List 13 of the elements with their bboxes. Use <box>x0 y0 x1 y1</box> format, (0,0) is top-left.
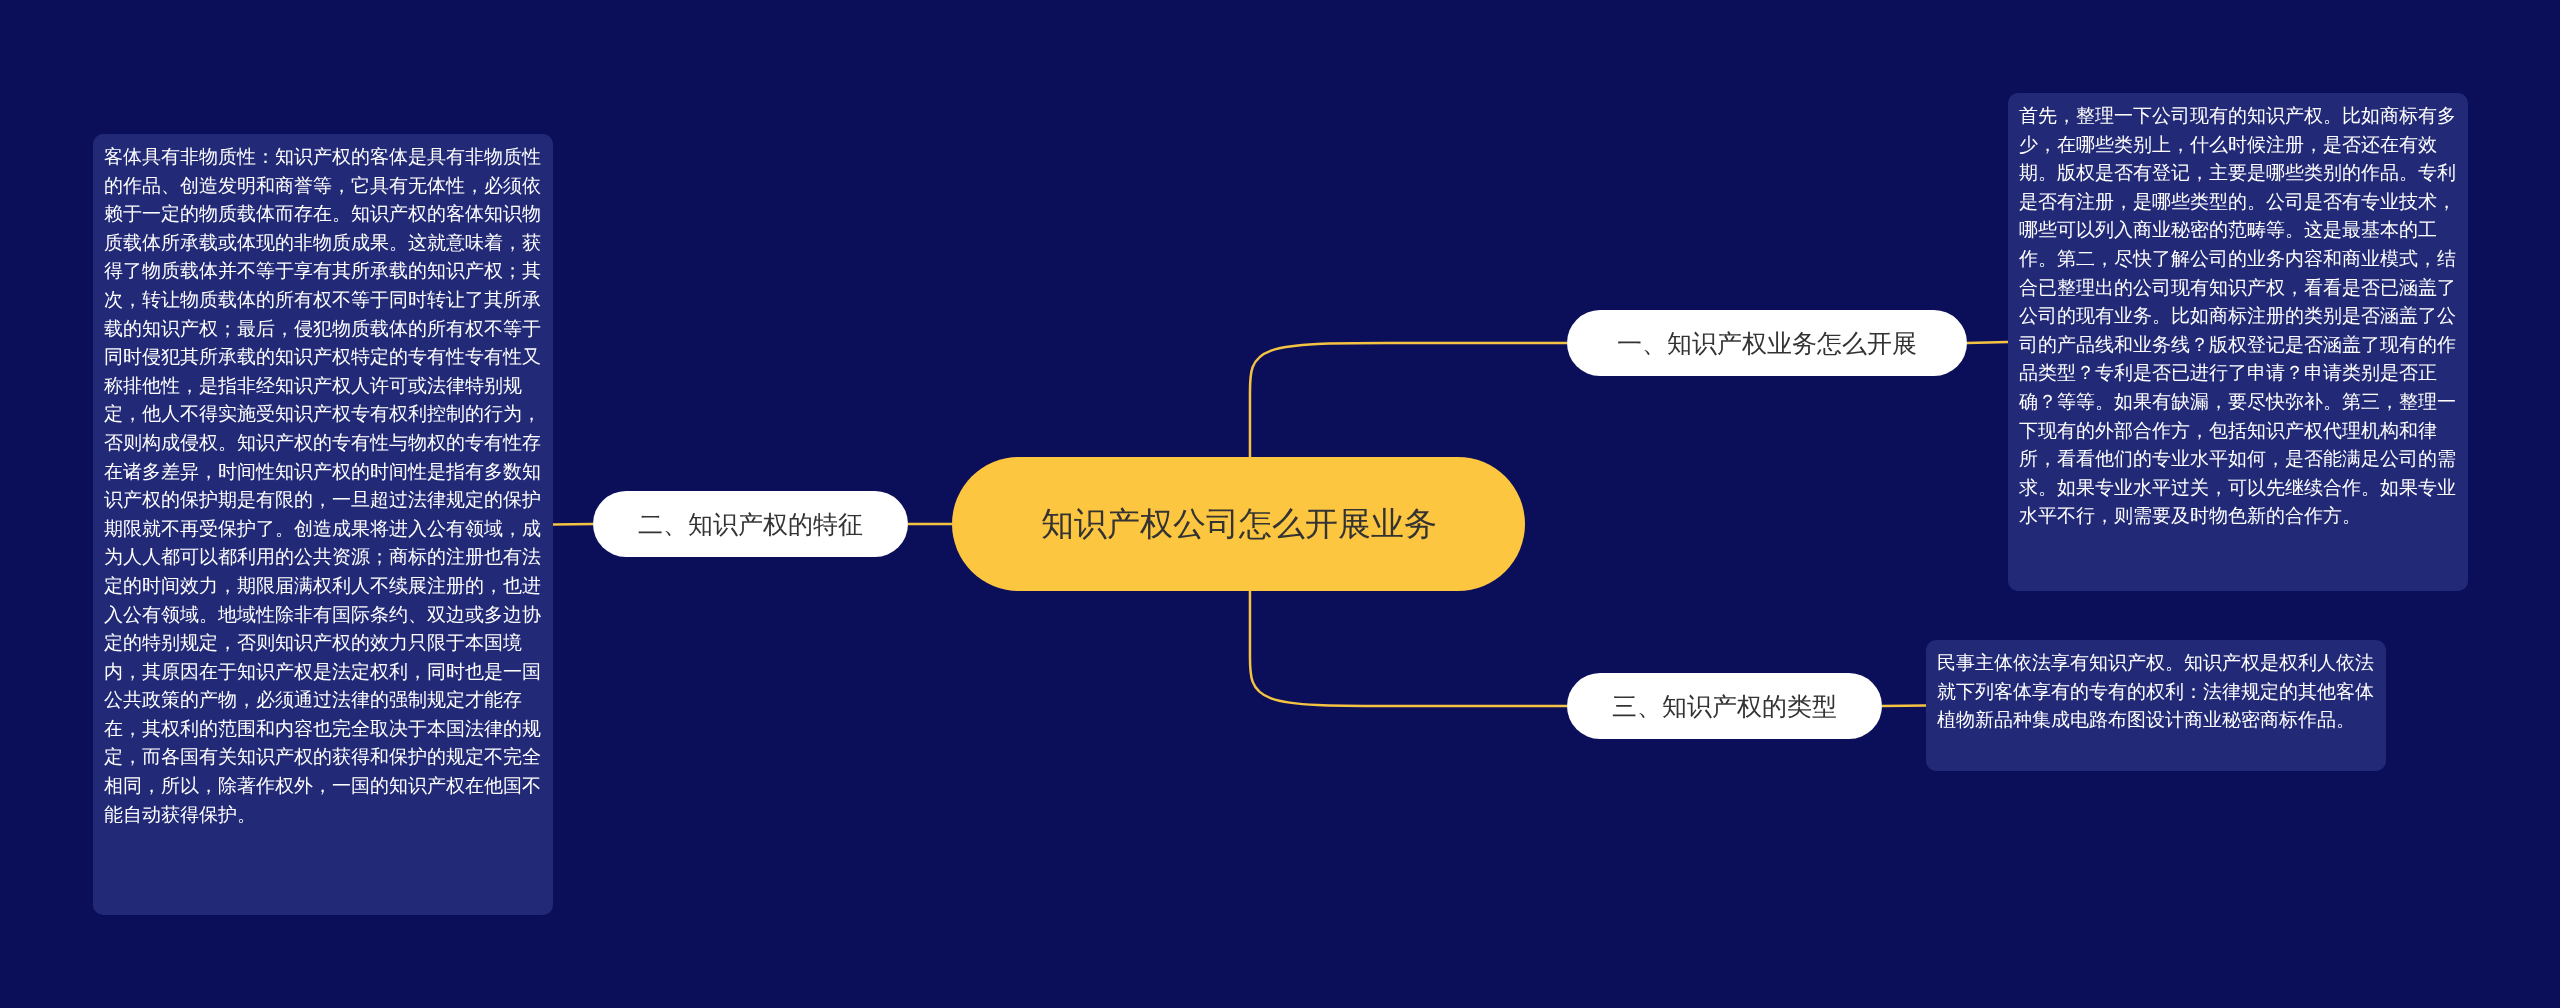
branch-topic: 二、知识产权的特征 <box>593 491 908 557</box>
branch-topic: 三、知识产权的类型 <box>1567 673 1882 739</box>
connector-line <box>1248 591 1567 708</box>
connector-line <box>553 522 593 526</box>
central-topic: 知识产权公司怎么开展业务 <box>952 457 1525 591</box>
detail-note: 民事主体依法享有知识产权。知识产权是权利人依法就下列客体享有的专有的权利：法律规定的其他客体植物新品种集成电路布图设计商业秘密商标作品。 <box>1926 640 2386 771</box>
connector-line <box>908 522 952 526</box>
branch-topic: 一、知识产权业务怎么开展 <box>1567 310 1967 376</box>
connector-line <box>1882 704 1926 708</box>
connector-line <box>1248 341 1567 457</box>
detail-note: 首先，整理一下公司现有的知识产权。比如商标有多少，在哪些类别上，什么时候注册，是否还在有效期。版权是否有登记，主要是哪些类别的作品。专利是否有注册，是哪些类型的。公司是否有专业技术，哪些可以列入商业秘密的范畴等。这是最基本的工作。第二，尽快了解公司的业务内容和商业模式，结合已整理出的公司现有知识产权，看看是否已涵盖了公司的现有业务。比如商标注册的类别是否涵盖了公司的产品线和业务线？版权登记是否涵盖了现有的作品类型？专利是否已进行了申请？申请类别是否正确？等等。如果有缺漏，要尽快弥补。第三，整理一下现有的外部合作方，包括知识产权代理机构和律所，看看他们的专业水平如何，是否能满足公司的需求。如果专业水平过关，可以先继续合作。如果专业水平不行，则需要及时物色新的合作方。 <box>2008 93 2468 591</box>
connector-line <box>1966 340 2009 345</box>
detail-note: 客体具有非物质性：知识产权的客体是具有非物质性的作品、创造发明和商誉等，它具有无体性，必须依赖于一定的物质载体而存在。知识产权的客体知识物质载体所承载或体现的非物质成果。这就意味着，获得了物质载体并不等于享有其所承载的知识产权；其次，转让物质载体的所有权不等于同时转让了其所承载的知识产权；最后，侵犯物质载体的所有权不等于同时侵犯其所承载的知识产权特定的专有性专有性又称排他性，是指非经知识产权人许可或法律特别规定，他人不得实施受知识产权专有权利控制的行为，否则构成侵权。知识产权的专有性与物权的专有性存在诸多差异，时间性知识产权的时间性是指有多数知识产权的保护期是有限的，一旦超过法律规定的保护期限就不再受保护了。创造成果将进入公有领域，成为人人都可以都利用的公共资源；商标的注册也有法定的时间效力，期限届满权利人不续展注册的，也进入公有领域。地域性除非有国际条约、双边或多边协定的特别规定，否则知识产权的效力只限于本国境内，其原因在于知识产权是法定权利，同时也是一国公共政策的产物，必须通过法律的强制规定才能存在，其权利的范围和内容也完全取决于本国法律的规定，而各国有关知识产权的获得和保护的规定不完全相同，所以，除著作权外，一国的知识产权在他国不能自动获得保护。 <box>93 134 553 915</box>
